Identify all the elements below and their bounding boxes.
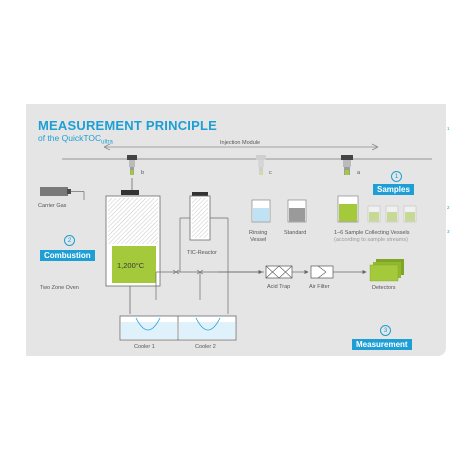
standard-label: Standard [284, 230, 307, 236]
sample-vessels-faded [367, 205, 417, 223]
injection-module-rail [62, 143, 432, 160]
step-2-label: Combustion [40, 250, 95, 261]
oven [105, 178, 161, 314]
rinsing-vessel [251, 199, 271, 223]
valve-c-label: c [269, 170, 272, 176]
two-zone-oven-label: Two Zone Oven [40, 285, 79, 291]
subtitle-prefix: of the QuickTOC [38, 133, 102, 143]
sample-vessels-label-line1: 1–6 Sample Collecting Vessels [334, 230, 410, 236]
air-filter-label: Air Filter [309, 284, 330, 290]
sample-vessels-label-line2: (according to sample streams) [334, 237, 408, 243]
detectors [369, 259, 404, 282]
step-2-number: 2 [64, 235, 75, 246]
air-filter [310, 265, 367, 279]
subtitle-suffix: ultra [101, 139, 113, 146]
side-number-2: 2 [447, 205, 450, 210]
side-number-3: 3 [447, 229, 450, 234]
valve-a [341, 155, 353, 175]
step-1-number: 1 [391, 171, 402, 182]
valve-a-label: a [357, 170, 361, 176]
gas-line [155, 269, 264, 300]
diagram-subtitle: of the QuickTOCultra [38, 133, 113, 146]
acid-trap [265, 265, 309, 279]
injection-module-label: Injection Module [220, 140, 261, 146]
valve-b [127, 155, 137, 175]
oven-temperature: 1,200°C [117, 261, 145, 270]
step-1-label: Samples [373, 184, 414, 195]
valve-c [256, 155, 266, 175]
cooler1-label: Cooler 1 [134, 344, 155, 350]
acid-trap-label: Acid Trap [267, 284, 291, 290]
side-number-1: 1 [447, 126, 450, 131]
detectors-label: Detectors [372, 285, 396, 291]
diagram-title: MEASUREMENT PRINCIPLE [38, 118, 217, 133]
sample-vessel-main [337, 195, 359, 223]
step-3-number: 3 [380, 325, 391, 336]
standard-vessel [287, 199, 307, 223]
step-3-label: Measurement [352, 339, 412, 350]
valve-b-label: b [141, 170, 145, 176]
carrier-gas-label: Carrier Gas [38, 203, 67, 209]
cooler2-label: Cooler 2 [195, 344, 216, 350]
tic-reactor [179, 192, 229, 314]
carrier-gas-cylinder [40, 187, 85, 200]
tic-reactor-label: TIC-Reactor [187, 250, 217, 256]
rinsing-vessel-label: Rinsing Vessel [249, 230, 268, 243]
coolers [119, 315, 237, 341]
